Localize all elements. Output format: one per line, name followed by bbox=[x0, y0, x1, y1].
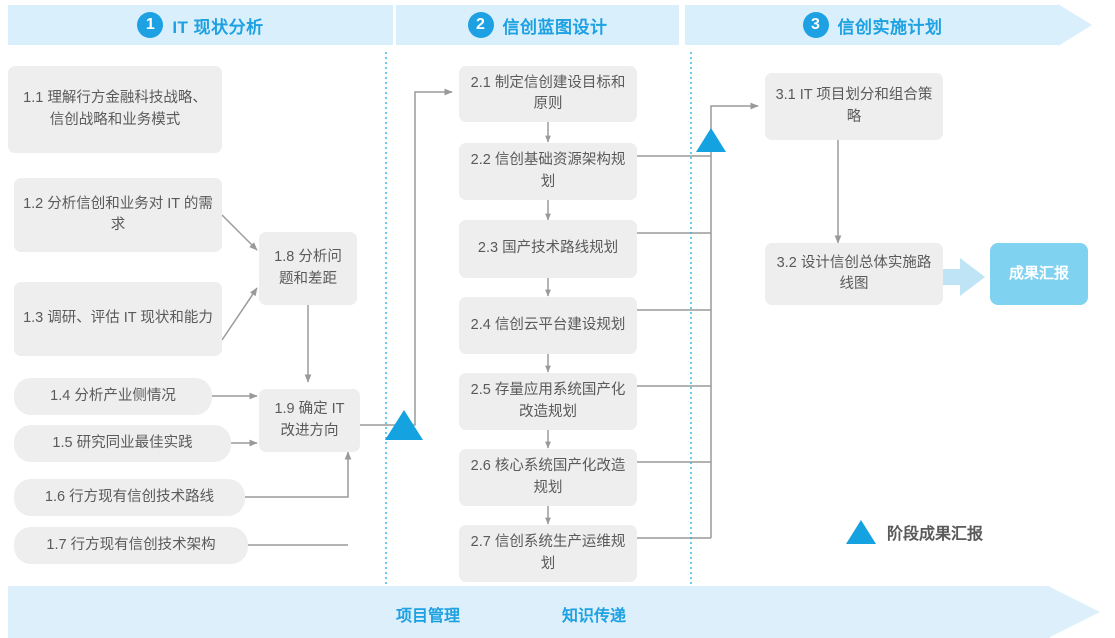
task-box-2-6[interactable]: 2.6 核心系统国产化改造规划 bbox=[459, 449, 637, 506]
milestone-triangle-phase2 bbox=[696, 128, 726, 152]
task-box-1-9[interactable]: 1.9 确定 IT 改进方向 bbox=[259, 389, 360, 452]
legend-label: 阶段成果汇报 bbox=[887, 526, 984, 543]
phase-title: IT 现状分析 bbox=[172, 17, 264, 37]
task-box-3-1[interactable]: 3.1 IT 项目划分和组合策略 bbox=[765, 73, 943, 140]
task-box-2-7[interactable]: 2.7 信创系统生产运维规划 bbox=[459, 525, 637, 582]
phase-banner-2[interactable]: 2 信创蓝图设计 bbox=[396, 5, 679, 45]
phase-number: 1 bbox=[137, 12, 164, 38]
task-box-2-1[interactable]: 2.1 制定信创建设目标和原则 bbox=[459, 66, 637, 122]
phase-banner-1[interactable]: 1 IT 现状分析 bbox=[8, 5, 393, 45]
task-box-2-4[interactable]: 2.4 信创云平台建设规划 bbox=[459, 297, 637, 354]
phase-number: 3 bbox=[802, 12, 829, 38]
task-box-3-2[interactable]: 3.2 设计信创总体实施路线图 bbox=[765, 243, 943, 305]
footer-item-project-management[interactable]: 项目管理 bbox=[396, 608, 461, 625]
phase-banner-3[interactable]: 3 信创实施计划 bbox=[685, 5, 1060, 45]
task-box-2-2[interactable]: 2.2 信创基础资源架构规划 bbox=[459, 143, 637, 200]
footer-item-knowledge-transfer[interactable]: 知识传递 bbox=[562, 608, 627, 625]
triangle-up-icon bbox=[846, 520, 876, 544]
task-box-2-3[interactable]: 2.3 国产技术路线规划 bbox=[459, 220, 637, 278]
task-box-1-6[interactable]: 1.6 行方现有信创技术路线 bbox=[14, 479, 245, 516]
task-box-1-7[interactable]: 1.7 行方现有信创技术架构 bbox=[14, 527, 248, 564]
phase-title: 信创实施计划 bbox=[837, 17, 943, 37]
task-box-2-5[interactable]: 2.5 存量应用系统国产化改造规划 bbox=[459, 373, 637, 430]
legend: 阶段成果汇报 bbox=[846, 520, 983, 544]
task-box-1-5[interactable]: 1.5 研究同业最佳实践 bbox=[14, 425, 231, 462]
milestone-triangle-phase1 bbox=[385, 410, 423, 440]
task-box-1-1[interactable]: 1.1 理解行方金融科技战略、信创战略和业务模式 bbox=[8, 66, 222, 153]
footer-band bbox=[8, 586, 1050, 638]
task-box-1-2[interactable]: 1.2 分析信创和业务对 IT 的需求 bbox=[14, 178, 222, 252]
task-box-1-3[interactable]: 1.3 调研、评估 IT 现状和能力 bbox=[14, 282, 222, 356]
deliverable-badge[interactable]: 成果汇报 bbox=[990, 243, 1088, 305]
task-box-1-4[interactable]: 1.4 分析产业侧情况 bbox=[14, 378, 212, 415]
task-box-1-8[interactable]: 1.8 分析问题和差距 bbox=[259, 232, 357, 305]
phase-title: 信创蓝图设计 bbox=[502, 17, 608, 37]
phase-number: 2 bbox=[467, 12, 494, 38]
